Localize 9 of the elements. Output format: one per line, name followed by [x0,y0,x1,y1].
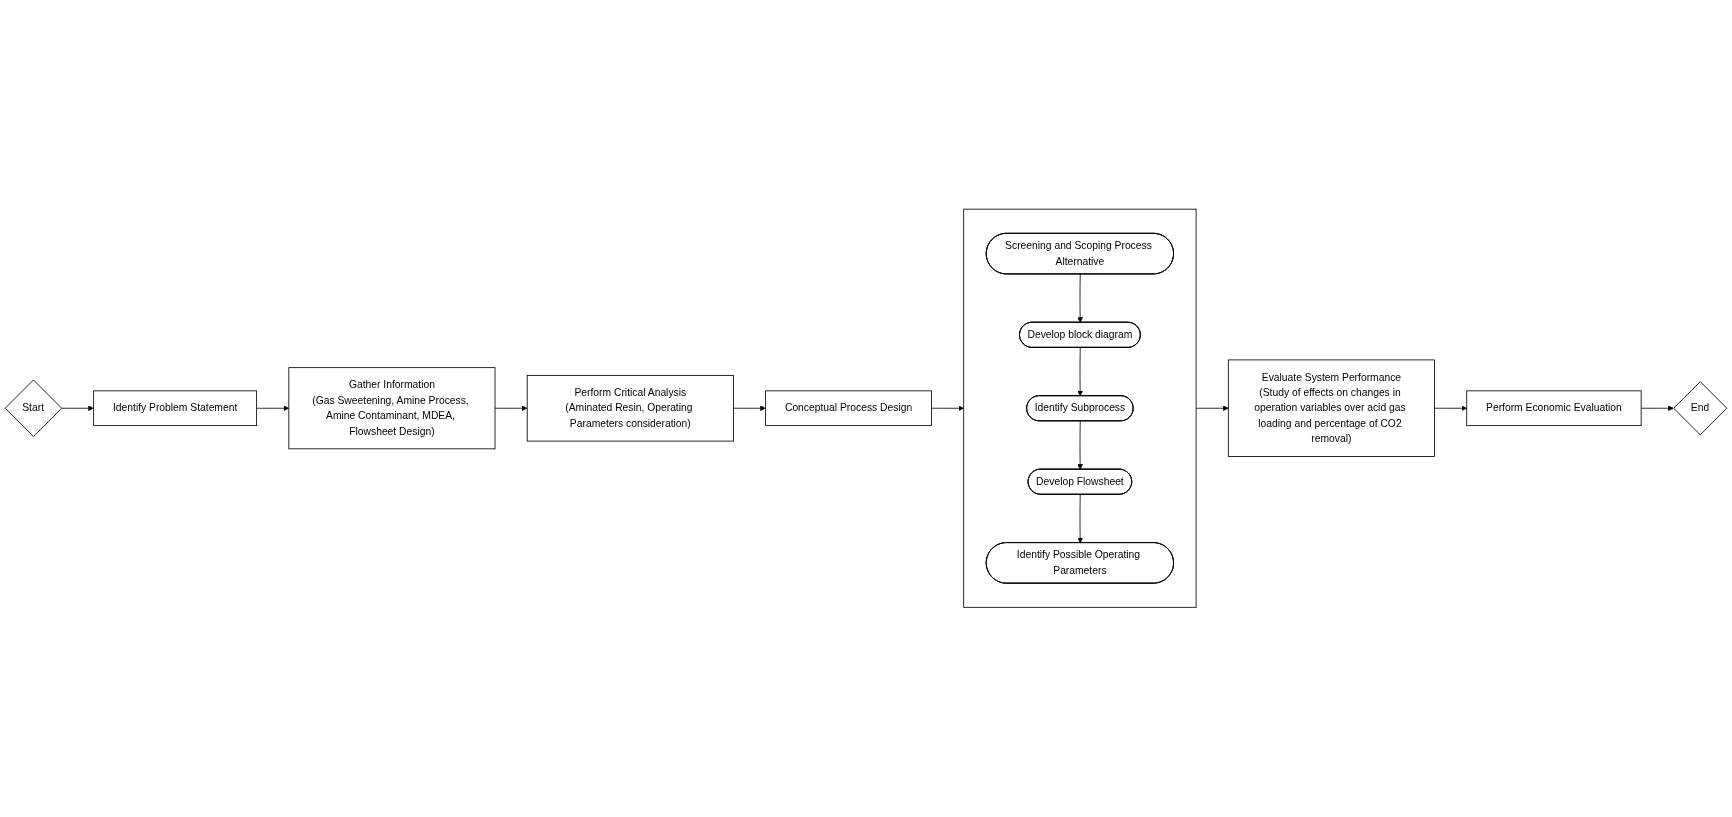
node-box: Conceptual Process Design [765,390,932,427]
node-box: Perform Critical Analysis (Aminated Resin, Operating Parameters consideration) [526,375,734,442]
node-box: Identify Problem Statement [93,390,258,427]
cluster [963,209,1197,608]
node-box: Evaluate System Performance (Study of effects on changes in operation variables over acid gas loading and percentage of CO2 removal) [1227,359,1435,458]
node-box: Gather Information (Gas Sweetening, Amine Process, Amine Contaminant, MDEA, Flowsheet Design) [288,367,496,450]
node-diamond: Start [4,379,63,438]
node-box: Perform Economic Evaluation [1466,390,1642,427]
node-diamond: End [1673,381,1728,436]
